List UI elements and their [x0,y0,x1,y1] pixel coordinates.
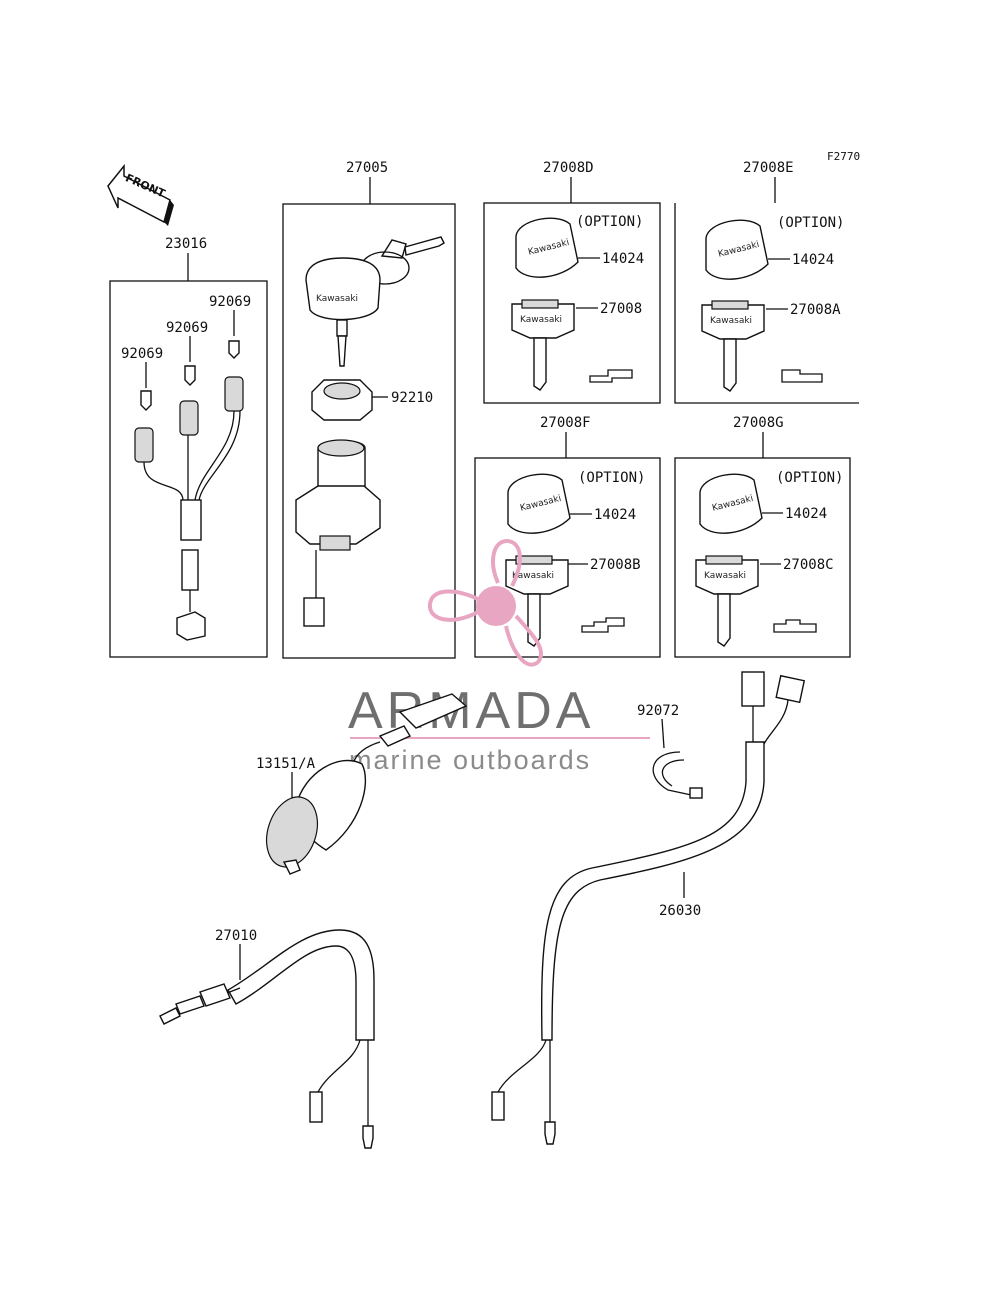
label-27010: 27010 [215,928,257,944]
brand-tagline: marine outboards [349,745,591,775]
reference-code: F2770 [827,150,860,163]
box-27008D [483,202,661,404]
key-cover-27008E: Kawasaki [705,219,769,280]
label-27008F: 27008F [540,415,591,431]
label-92069-a: 92069 [209,294,251,310]
cable-27010 [159,929,375,1149]
harness-23016 [134,340,244,641]
label-14024-d: 14024 [785,506,827,522]
key-brand-2: Kawasaki [710,316,752,326]
key-profile-3 [581,617,625,633]
label-92069-c: 92069 [121,346,163,362]
label-27005: 27005 [346,160,388,176]
label-27008E: 27008E [743,160,794,176]
indicator-lamp-13151A [266,693,468,875]
box-27005 [282,203,456,659]
label-27008B: 27008B [590,557,641,573]
key-profile-4 [773,619,817,633]
key-profile-1 [589,369,633,383]
propeller-logo-icon [427,539,544,667]
label-27008G: 27008G [733,415,784,431]
box-27008F [474,457,661,658]
label-92210: 92210 [391,390,433,406]
key-cover-27008G: Kawasaki [699,473,763,534]
label-13151A: 13151/A [256,756,316,772]
key-profile-2 [781,369,823,383]
key-brand-27005: Kawasaki [316,294,358,304]
brand-name: ARMADA [348,682,594,740]
harness-26030 [491,671,806,1145]
key-cover-27008F: Kawasaki [507,473,571,534]
label-92072: 92072 [637,703,679,719]
key-brand-1: Kawasaki [520,315,562,325]
key-brand-4: Kawasaki [704,571,746,581]
label-26030: 26030 [659,903,701,919]
option-label-2: (OPTION) [777,215,844,231]
box-27008E [674,203,859,404]
propeller-hub [476,586,516,626]
label-14024-b: 14024 [792,252,834,268]
clamp-92072 [652,751,703,799]
box-27008G [674,457,851,658]
key-brand-3: Kawasaki [512,571,554,581]
front-arrow-icon: FRONT [107,163,174,226]
option-label-1: (OPTION) [576,214,643,230]
key-blank-27008B: Kawasaki [505,555,569,647]
label-14024-a: 14024 [602,251,644,267]
label-27008: 27008 [600,301,642,317]
label-27008D: 27008D [543,160,594,176]
option-label-4: (OPTION) [776,470,843,486]
key-blank-27008: Kawasaki [511,299,575,391]
armada-logo: ARMADA marine outboards [348,539,650,775]
key-blank-27008A: Kawasaki [701,300,765,392]
key-cover-27008D: Kawasaki [515,217,579,278]
key-blank-27008C: Kawasaki [695,555,759,647]
label-23016: 23016 [165,236,207,252]
label-92069-b: 92069 [166,320,208,336]
label-27008A: 27008A [790,302,841,318]
ignition-switch-27005: Kawasaki [295,236,445,627]
option-label-3: (OPTION) [578,470,645,486]
label-14024-c: 14024 [594,507,636,523]
box-23016 [109,280,268,658]
label-27008C: 27008C [783,557,834,573]
